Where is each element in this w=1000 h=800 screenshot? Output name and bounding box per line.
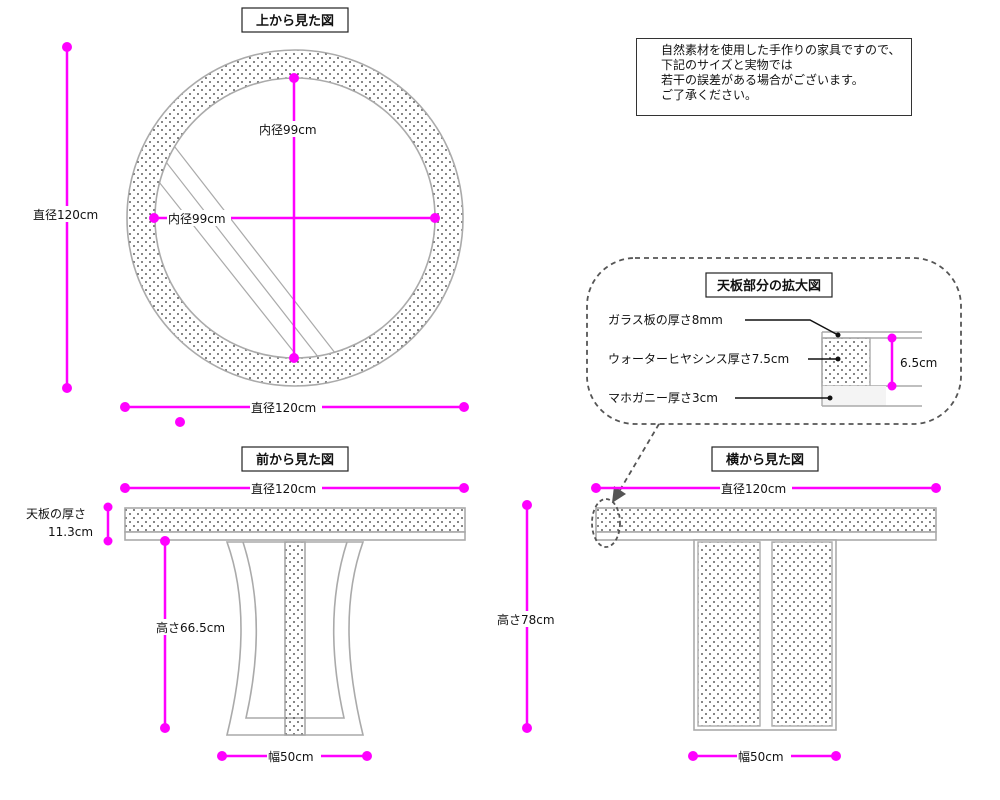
detail-title: 天板部分の拡大図 xyxy=(717,278,821,294)
side-height-label: 高さ78cm xyxy=(497,612,555,627)
side-view-title: 横から見た図 xyxy=(726,452,804,468)
front-view-title-box xyxy=(241,446,349,472)
dim-dot xyxy=(289,73,299,83)
inner-horizontal-label: 内径99cm xyxy=(168,212,226,226)
dim-dot xyxy=(175,417,185,427)
detail-title-box xyxy=(705,272,833,298)
detail-height-label: 6.5cm xyxy=(900,356,937,370)
front-tabletop-base xyxy=(124,531,466,541)
top-thickness-label: 天板の厚さ xyxy=(26,507,86,521)
note-line: 自然素材を使用した手作りの家具ですので、 xyxy=(661,43,901,57)
side-tabletop xyxy=(595,507,937,533)
outer-circle xyxy=(126,49,464,387)
side-tabletop-base xyxy=(595,531,937,541)
disclaimer-note: 自然素材を使用した手作りの家具ですので、 下記のサイズと実物では 若干の誤差があ… xyxy=(636,38,912,116)
detail-view: 天板部分の拡大図 ガラス板の厚さ8mm ウォーターヒヤシンス厚さ7.5cm マホ… xyxy=(586,257,962,503)
diameter-bottom-label: 直径120cm xyxy=(251,401,316,415)
side-width-label: 幅50cm xyxy=(738,749,784,764)
front-height-label: 高さ66.5cm xyxy=(156,620,225,635)
front-pedestal-center xyxy=(284,541,306,736)
dim-dot xyxy=(289,353,299,363)
front-diameter-label: 直径120cm xyxy=(251,482,316,496)
top-view-title: 上から見た図 xyxy=(256,14,334,29)
dim-dot xyxy=(62,42,72,52)
dim-dot xyxy=(149,213,159,223)
side-view: 横から見た図 直径120cm 高さ78cm 幅50cm xyxy=(497,446,941,764)
glass-reflection xyxy=(155,114,361,358)
dim-dot xyxy=(459,402,469,412)
note-line: 下記のサイズと実物では xyxy=(661,58,793,72)
side-view-title-box xyxy=(711,446,819,472)
mahogany-layer xyxy=(822,386,886,406)
inner-vertical-label: 内径99cm xyxy=(259,123,317,137)
detail-highlight xyxy=(591,498,621,548)
hyacinth-layer xyxy=(821,337,871,387)
note-line: ご了承ください。 xyxy=(661,88,758,102)
dim-dot xyxy=(120,402,130,412)
dim-dot xyxy=(62,383,72,393)
front-width-label: 幅50cm xyxy=(268,749,314,764)
diameter-left-label: 直径120cm xyxy=(33,208,98,222)
mahogany-label: マホガニー厚さ3cm xyxy=(608,391,718,405)
top-view-title-box xyxy=(241,7,349,33)
top-thickness-value: 11.3cm xyxy=(48,525,93,539)
front-tabletop xyxy=(124,507,466,533)
top-view: 上から見た図 内径99cm 内径99cm 直径120cm xyxy=(33,7,469,427)
front-view: 前から見た図 直径120cm 天板の厚さ 11.3cm 高さ66.5cm 幅50… xyxy=(26,446,469,764)
note-line: 若干の誤差がある場合がございます。 xyxy=(661,73,864,87)
hyacinth-label: ウォーターヒヤシンス厚さ7.5cm xyxy=(608,352,789,366)
dim-dot xyxy=(430,213,440,223)
glass-label: ガラス板の厚さ8mm xyxy=(608,313,723,327)
front-view-title: 前から見た図 xyxy=(256,452,334,468)
side-diameter-label: 直径120cm xyxy=(721,482,786,496)
